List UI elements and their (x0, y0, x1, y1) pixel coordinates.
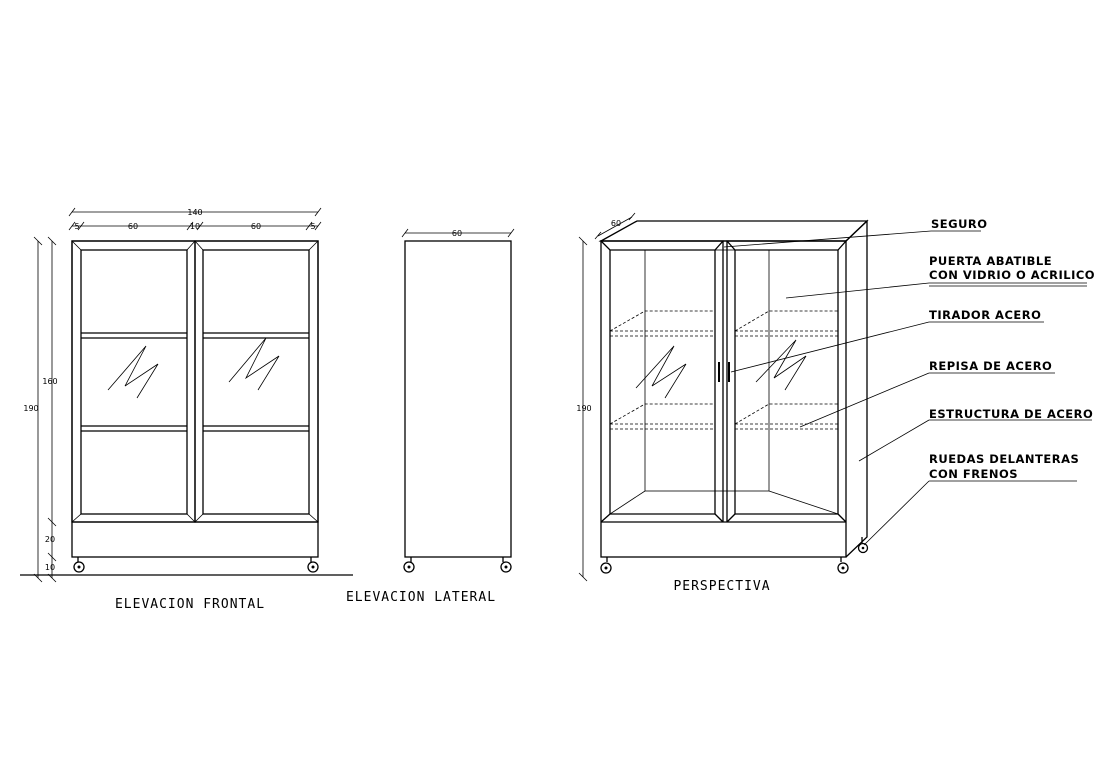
dim-front-height-base: 20 (45, 535, 55, 544)
glass-reflection-icon (635, 345, 687, 399)
side-elevation: 60 ELEVACION LATERAL (346, 228, 515, 605)
front-wheel-left-icon (73, 557, 85, 573)
note-estructura: ESTRUCTURA DE ACERO (929, 407, 1093, 421)
front-height-dimensions (33, 236, 57, 583)
dim-persp-height: 190 (576, 404, 591, 413)
leader-ruedas (863, 480, 930, 546)
leader-estructura (858, 419, 930, 462)
note-repisa: REPISA DE ACERO (929, 359, 1052, 373)
callout-notes: SEGURO PUERTA ABATIBLE CON VIDRIO O ACRI… (723, 217, 1095, 546)
dim-front-height-total: 190 (23, 404, 38, 413)
persp-right-face (845, 219, 868, 558)
persp-left-door (599, 240, 725, 523)
front-elevation-title: ELEVACION FRONTAL (115, 597, 265, 612)
side-wheel-right-icon (500, 557, 512, 573)
front-width-dimensions (68, 207, 322, 231)
dim-front-height-wheels: 10 (45, 563, 55, 572)
leader-puerta (785, 282, 930, 299)
persp-shelves (609, 310, 838, 430)
persp-wheel-back-right-icon (857, 537, 869, 554)
perspective-title: PERSPECTIVA (673, 579, 770, 594)
note-ruedas-line1: RUEDAS DELANTERAS (929, 452, 1079, 466)
persp-wheel-front-right-icon (837, 557, 849, 574)
dim-front-door-right: 60 (251, 222, 261, 231)
front-right-door (194, 240, 319, 523)
leader-tirador (730, 321, 930, 373)
persp-right-door (725, 240, 848, 523)
front-left-door (71, 240, 196, 523)
persp-depth-dimension-line (597, 216, 633, 237)
dim-front-margin-left: 5 (74, 222, 79, 231)
dim-front-margin-right: 5 (310, 222, 315, 231)
note-seguro: SEGURO (931, 217, 988, 231)
dim-front-total-width: 140 (187, 208, 202, 217)
dim-side-depth: 60 (452, 229, 462, 238)
dim-front-door-left: 60 (128, 222, 138, 231)
note-puerta-line2: CON VIDRIO O ACRILICO (929, 268, 1095, 282)
side-wheel-left-icon (403, 557, 415, 573)
side-elevation-title: ELEVACION LATERAL (346, 590, 496, 605)
dim-persp-depth: 60 (611, 219, 621, 228)
note-tirador: TIRADOR ACERO (929, 308, 1041, 322)
front-wheel-right-icon (307, 557, 319, 573)
note-puerta-line1: PUERTA ABATIBLE (929, 254, 1052, 268)
dim-front-height-doors: 160 (42, 377, 57, 386)
glass-reflection-icon (755, 339, 807, 391)
dim-front-center: 10 (190, 222, 200, 231)
note-ruedas-line2: CON FRENOS (929, 467, 1018, 481)
leader-seguro (723, 230, 932, 248)
perspective-view: 190 60 PERSPECTIVA (576, 212, 869, 594)
persp-wheel-front-left-icon (600, 557, 612, 574)
persp-top-face (598, 220, 869, 242)
front-elevation: 140 5 60 10 60 5 190 160 20 10 ELEVACION… (20, 207, 353, 612)
glass-reflection-icon (228, 337, 280, 391)
side-cabinet-outline (404, 240, 512, 558)
leader-repisa (799, 372, 930, 428)
glass-reflection-icon (107, 345, 159, 399)
